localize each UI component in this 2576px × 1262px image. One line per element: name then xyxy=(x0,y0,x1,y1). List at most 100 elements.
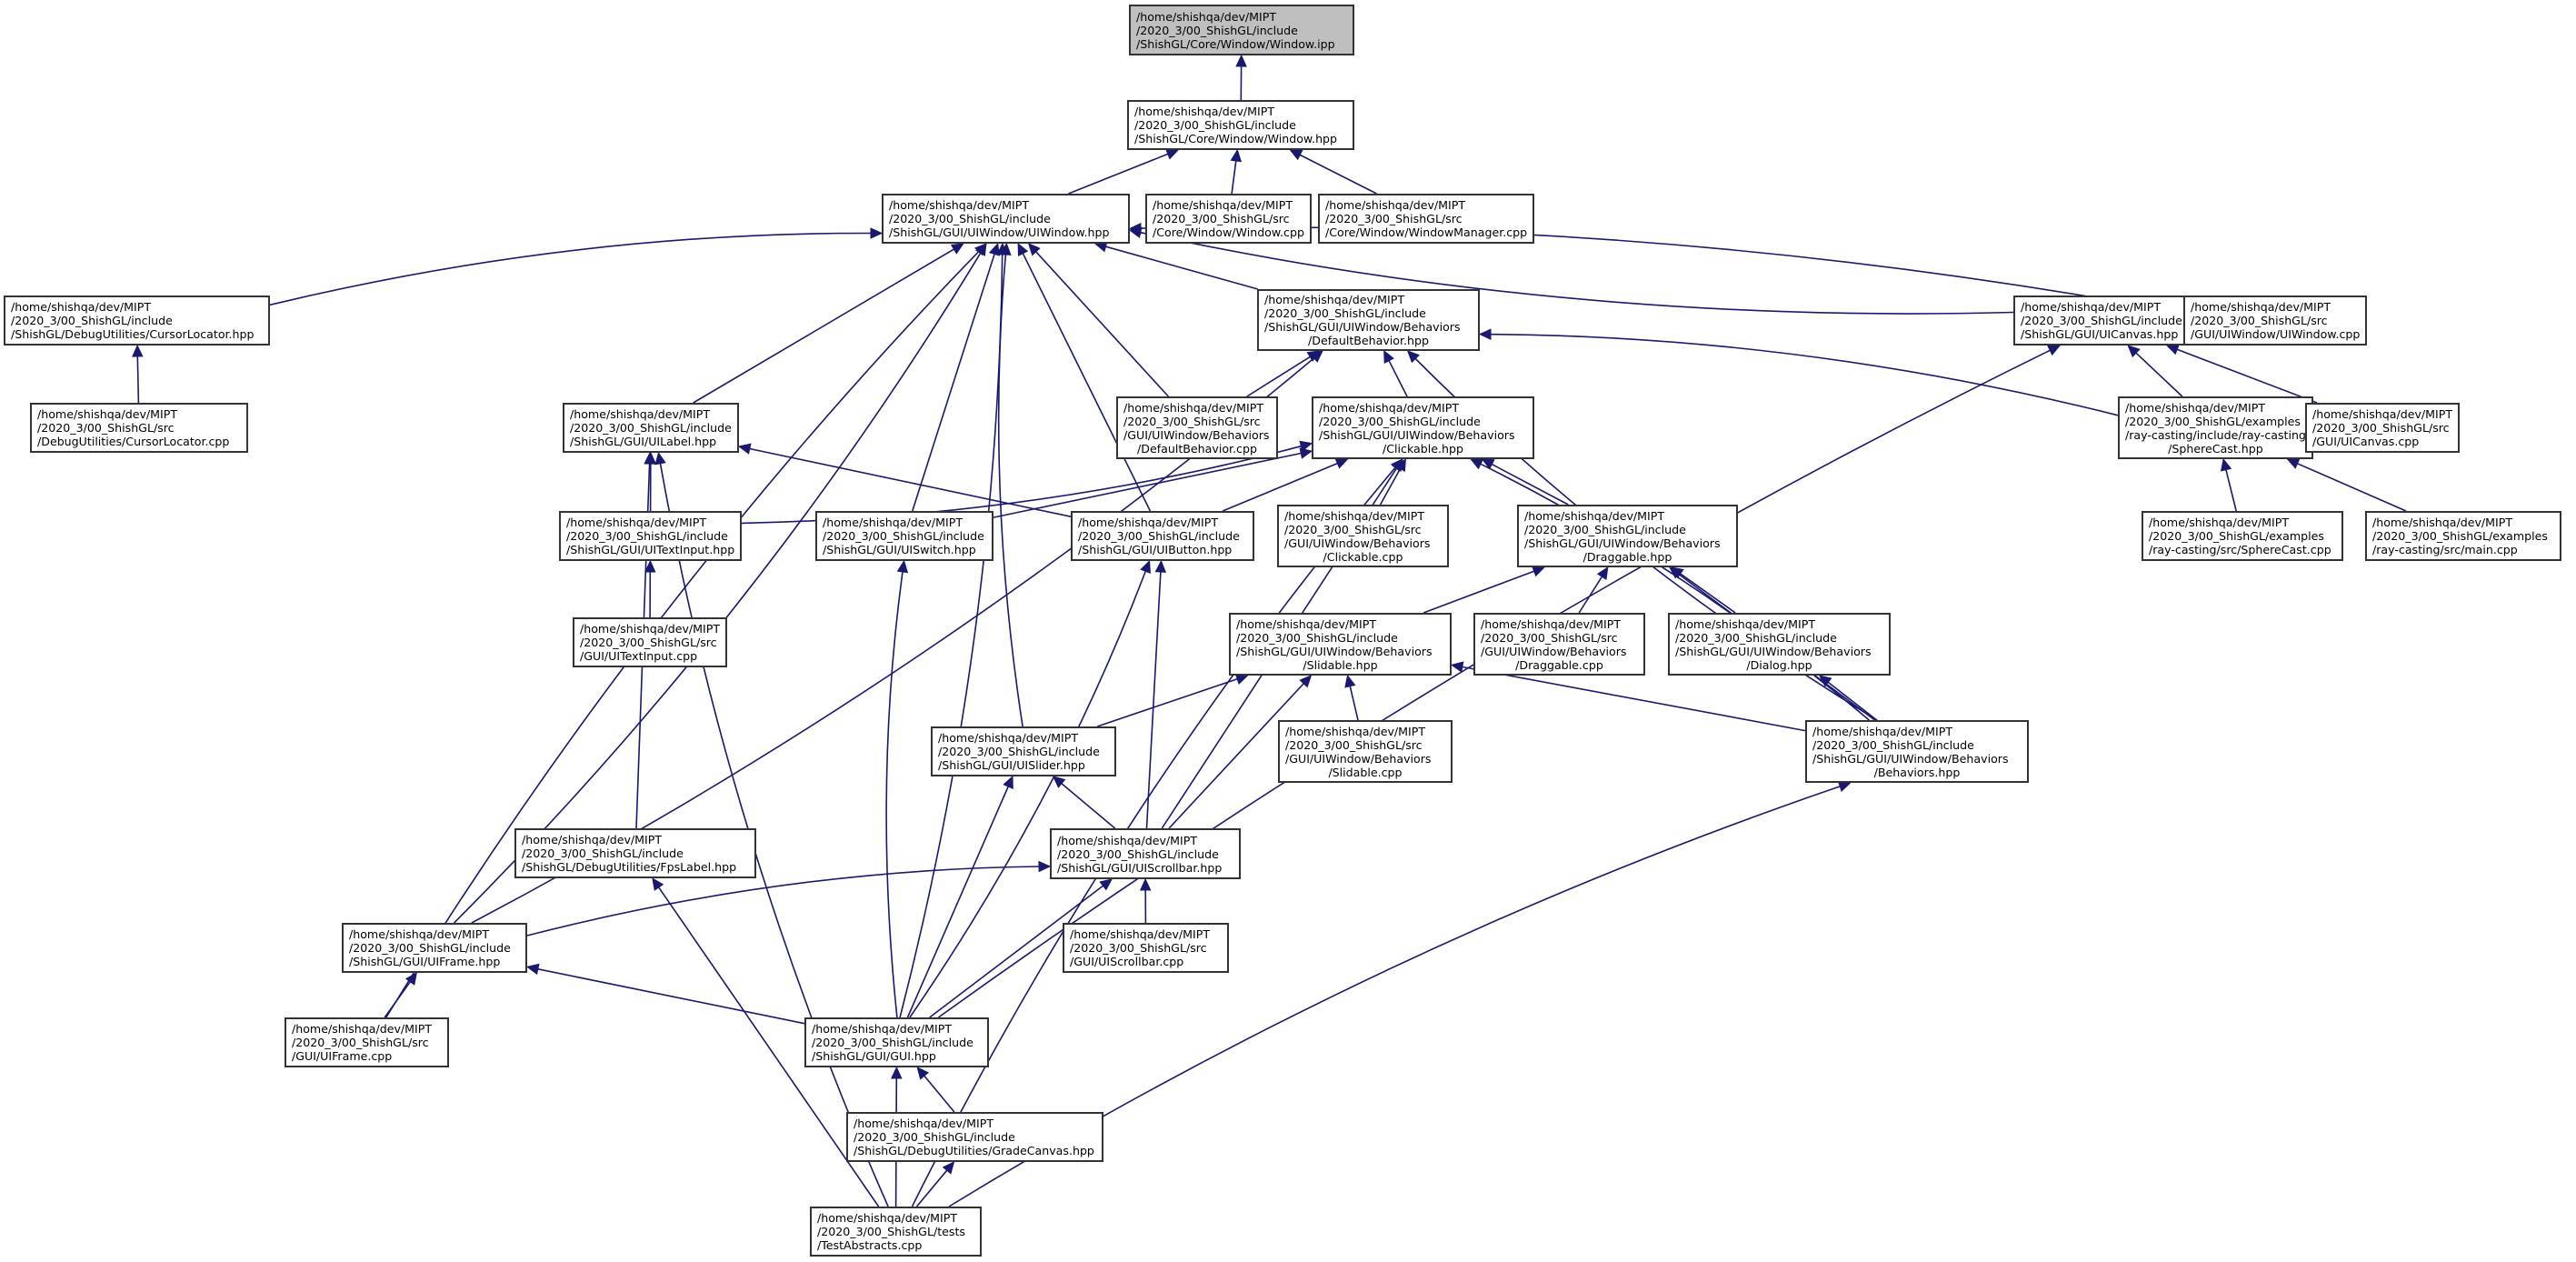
file-path-line: /2020_3/00_ShishGL/include xyxy=(566,529,728,543)
file-node-uiswitch-hpp[interactable]: /home/shishqa/dev/MIPT/2020_3/00_ShishGL… xyxy=(815,511,993,561)
arrowhead-icon xyxy=(1128,222,1142,235)
arrowhead-icon xyxy=(1038,860,1052,873)
arrowhead-icon xyxy=(1299,447,1313,459)
file-node-dialog-hpp[interactable]: /home/shishqa/dev/MIPT/2020_3/00_ShishGL… xyxy=(1668,613,1891,676)
file-path-line: /2020_3/00_ShishGL/src xyxy=(1284,522,1422,536)
file-node-behaviors-hpp[interactable]: /home/shishqa/dev/MIPT/2020_3/00_ShishGL… xyxy=(1805,720,2029,783)
file-path-line: /Clickable.hpp xyxy=(1383,441,1463,456)
file-node-window-ipp[interactable]: /home/shishqa/dev/MIPT/2020_3/00_ShishGL… xyxy=(1129,5,1354,55)
file-node-slidable-cpp[interactable]: /home/shishqa/dev/MIPT/2020_3/00_ShishGL… xyxy=(1278,720,1453,783)
file-path-line: /GUI/UIFrame.cpp xyxy=(292,1049,393,1063)
file-path-line: /GUI/UIWindow/UIWindow.cpp xyxy=(2191,327,2361,341)
file-path-line: /home/shishqa/dev/MIPT xyxy=(2312,407,2453,421)
file-node-clickable-cpp[interactable]: /home/shishqa/dev/MIPT/2020_3/00_ShishGL… xyxy=(1277,505,1449,567)
file-path-line: /home/shishqa/dev/MIPT xyxy=(349,927,490,941)
file-node-uibutton-hpp[interactable]: /home/shishqa/dev/MIPT/2020_3/00_ShishGL… xyxy=(1071,511,1254,561)
file-path-line: /2020_3/00_ShishGL/include xyxy=(570,421,732,435)
file-path-line: /Draggable.cpp xyxy=(1515,657,1603,672)
edge-spherecast-hpp-to-defaultbehavior-hpp xyxy=(1490,333,2119,416)
file-node-draggable-cpp[interactable]: /home/shishqa/dev/MIPT/2020_3/00_ShishGL… xyxy=(1473,613,1645,676)
file-path-line: /2020_3/00_ShishGL/src xyxy=(37,421,175,435)
arrowhead-icon xyxy=(644,559,656,573)
file-path-line: /2020_3/00_ShishGL/include xyxy=(1134,118,1296,132)
file-path-line: /2020_3/00_ShishGL/include xyxy=(522,846,684,860)
file-path-line: /GUI/UICanvas.cpp xyxy=(2312,435,2420,448)
arrowhead-icon xyxy=(1406,350,1421,364)
file-node-cursorlocator-cpp[interactable]: /home/shishqa/dev/MIPT/2020_3/00_ShishGL… xyxy=(30,403,248,453)
file-path-line: /2020_3/00_ShishGL/include xyxy=(1078,529,1240,543)
file-path-line: /2020_3/00_ShishGL/examples xyxy=(2125,414,2301,428)
file-node-uitextinput-cpp[interactable]: /home/shishqa/dev/MIPT/2020_3/00_ShishGL… xyxy=(573,617,728,667)
file-node-uiwindow-cpp[interactable]: /home/shishqa/dev/MIPT/2020_3/00_ShishGL… xyxy=(2183,295,2368,346)
file-path-line: /ShishGL/GUI/UIFrame.hpp xyxy=(349,955,501,968)
file-path-line: /2020_3/00_ShishGL/tests xyxy=(817,1225,965,1238)
edge-clickable-hpp-to-defaultbehavior-hpp xyxy=(1388,360,1408,397)
file-node-uicanvas-cpp[interactable]: /home/shishqa/dev/MIPT/2020_3/00_ShishGL… xyxy=(2305,403,2461,453)
edge-uiscrollbar-hpp-to-slidable-hpp xyxy=(1168,683,1304,829)
file-node-uislider-hpp[interactable]: /home/shishqa/dev/MIPT/2020_3/00_ShishGL… xyxy=(931,726,1116,776)
file-node-slidable-hpp[interactable]: /home/shishqa/dev/MIPT/2020_3/00_ShishGL… xyxy=(1229,613,1452,676)
file-node-uilabel-hpp[interactable]: /home/shishqa/dev/MIPT/2020_3/00_ShishGL… xyxy=(563,403,739,453)
edge-uibutton-hpp-to-clickable-hpp xyxy=(1222,462,1338,512)
file-path-line: /2020_3/00_ShishGL/include xyxy=(1136,23,1298,37)
file-node-fpslabel-hpp[interactable]: /home/shishqa/dev/MIPT/2020_3/00_ShishGL… xyxy=(514,828,756,878)
file-path-line: /home/shishqa/dev/MIPT xyxy=(938,731,1079,745)
file-node-gui-hpp[interactable]: /home/shishqa/dev/MIPT/2020_3/00_ShishGL… xyxy=(804,1017,989,1067)
file-node-uiwindow-hpp[interactable]: /home/shishqa/dev/MIPT/2020_3/00_ShishGL… xyxy=(882,194,1130,244)
file-node-spherecast-hpp[interactable]: /home/shishqa/dev/MIPT/2020_3/00_ShishGL… xyxy=(2118,396,2313,459)
file-node-window-cpp[interactable]: /home/shishqa/dev/MIPT/2020_3/00_ShishGL… xyxy=(1145,194,1312,244)
file-node-defaultbehavior-cpp[interactable]: /home/shishqa/dev/MIPT/2020_3/00_ShishGL… xyxy=(1116,396,1278,459)
file-node-spherecast-cpp[interactable]: /home/shishqa/dev/MIPT/2020_3/00_ShishGL… xyxy=(2142,511,2343,561)
file-path-line: /home/shishqa/dev/MIPT xyxy=(1070,927,1211,941)
file-path-line: /Draggable.hpp xyxy=(1583,549,1672,564)
edge-uiframe-cpp-to-uiwindow-hpp xyxy=(385,251,980,1018)
file-path-line: /2020_3/00_ShishGL/include xyxy=(812,1036,973,1049)
file-node-uicanvas-hpp[interactable]: /home/shishqa/dev/MIPT/2020_3/00_ShishGL… xyxy=(2013,295,2190,346)
file-path-line: /Dialog.hpp xyxy=(1746,657,1812,672)
file-node-clickable-hpp[interactable]: /home/shishqa/dev/MIPT/2020_3/00_ShishGL… xyxy=(1312,396,1534,459)
file-path-line: /GUI/UITextInput.cpp xyxy=(580,649,698,663)
file-node-uiscrollbar-hpp[interactable]: /home/shishqa/dev/MIPT/2020_3/00_ShishGL… xyxy=(1050,828,1241,879)
file-node-uiscrollbar-cpp[interactable]: /home/shishqa/dev/MIPT/2020_3/00_ShishGL… xyxy=(1063,923,1229,973)
edge-gradecanvas-hpp-to-gui-hpp xyxy=(924,1075,955,1113)
arrowhead-icon xyxy=(1299,675,1313,688)
file-node-windowmanager-cpp[interactable]: /home/shishqa/dev/MIPT/2020_3/00_ShishGL… xyxy=(1318,194,1535,244)
file-path-line: /home/shishqa/dev/MIPT xyxy=(1325,198,1466,212)
file-node-window-hpp[interactable]: /home/shishqa/dev/MIPT/2020_3/00_ShishGL… xyxy=(1127,100,1354,150)
file-path-line: /home/shishqa/dev/MIPT xyxy=(37,407,178,421)
file-path-line: /home/shishqa/dev/MIPT xyxy=(812,1022,953,1036)
arrowhead-icon xyxy=(1478,328,1492,340)
edge-draggable-cpp-to-draggable-hpp xyxy=(1578,576,1603,614)
file-node-uiframe-cpp[interactable]: /home/shishqa/dev/MIPT/2020_3/00_ShishGL… xyxy=(285,1017,449,1067)
arrowhead-icon xyxy=(1154,559,1167,573)
edge-uislider-hpp-to-slidable-hpp xyxy=(1096,678,1238,727)
file-node-draggable-hpp[interactable]: /home/shishqa/dev/MIPT/2020_3/00_ShishGL… xyxy=(1517,505,1738,567)
edge-gui-hpp-to-uiwindow-hpp xyxy=(899,254,1003,1018)
file-path-line: /2020_3/00_ShishGL/src xyxy=(1481,630,1618,645)
file-path-line: /ShishGL/GUI/UIWindow/Behaviors xyxy=(1524,536,1721,550)
arrowhead-icon xyxy=(1052,776,1066,788)
arrowhead-icon xyxy=(1289,149,1303,161)
arrowhead-icon xyxy=(1017,242,1029,256)
file-path-line: /DefaultBehavior.cpp xyxy=(1137,441,1257,456)
edge-uiframe-hpp-to-uiscrollbar-hpp xyxy=(526,866,1040,936)
file-path-line: /ShishGL/GUI/UIScrollbar.hpp xyxy=(1057,860,1223,875)
arrowhead-icon xyxy=(950,243,964,255)
file-node-uiframe-hpp[interactable]: /home/shishqa/dev/MIPT/2020_3/00_ShishGL… xyxy=(342,923,527,973)
edge-defaultbehavior-cpp-to-uiwindow-hpp xyxy=(1035,251,1169,397)
file-node-main-cpp[interactable]: /home/shishqa/dev/MIPT/2020_3/00_ShishGL… xyxy=(2365,511,2561,561)
file-path-line: /ShishGL/GUI/UICanvas.hpp xyxy=(2021,327,2179,341)
arrowhead-icon xyxy=(1390,458,1403,472)
edge-behaviors-hpp-to-dialog-hpp xyxy=(1827,681,1878,721)
file-path-line: /home/shishqa/dev/MIPT xyxy=(11,300,152,314)
file-node-defaultbehavior-hpp[interactable]: /home/shishqa/dev/MIPT/2020_3/00_ShishGL… xyxy=(1257,289,1480,351)
file-node-testabstracts-cpp[interactable]: /home/shishqa/dev/MIPT/2020_3/00_ShishGL… xyxy=(810,1207,982,1257)
edge-uiscrollbar-hpp-to-uislider-hpp xyxy=(1061,783,1116,829)
file-node-uitextinput-hpp[interactable]: /home/shishqa/dev/MIPT/2020_3/00_ShishGL… xyxy=(559,511,743,561)
file-node-gradecanvas-hpp[interactable]: /home/shishqa/dev/MIPT/2020_3/00_ShishGL… xyxy=(846,1112,1103,1162)
edge-window-cpp-to-window-hpp xyxy=(1231,160,1237,195)
file-path-line: /ShishGL/GUI/UIWindow/Behaviors xyxy=(1264,320,1461,334)
file-node-cursorlocator-hpp[interactable]: /home/shishqa/dev/MIPT/2020_3/00_ShishGL… xyxy=(4,295,270,346)
arrowhead-icon xyxy=(1668,566,1682,579)
file-path-line: /2020_3/00_ShishGL/src xyxy=(292,1036,429,1049)
